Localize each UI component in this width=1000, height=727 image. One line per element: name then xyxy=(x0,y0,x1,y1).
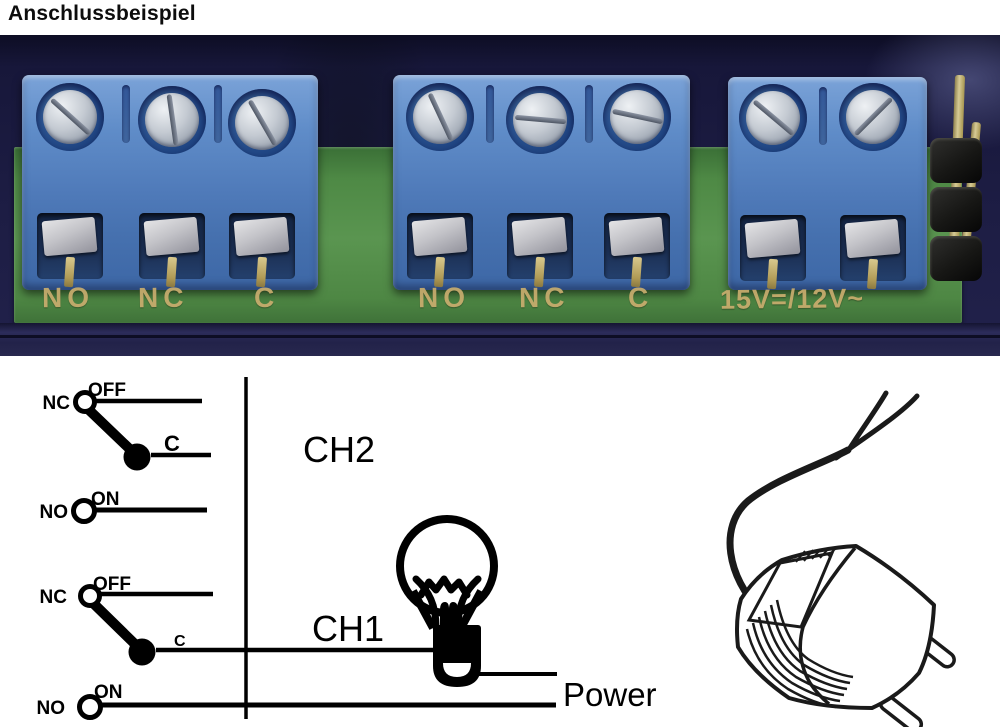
silkscreen-label-no2: NO xyxy=(417,281,471,314)
light-bulb-icon xyxy=(396,515,557,687)
common-contact xyxy=(128,638,156,666)
screw-terminal xyxy=(739,84,807,152)
ch1-on-label: ON xyxy=(94,682,123,703)
terminal-divider xyxy=(214,85,222,143)
ch2-no-label: NO xyxy=(40,502,69,523)
case-edge xyxy=(0,323,1000,356)
wire-clamp xyxy=(507,213,573,288)
wire-clamp xyxy=(229,213,295,288)
screw-terminal xyxy=(36,83,104,151)
page-title: Anschlussbeispiel xyxy=(8,2,196,25)
wire-clamp xyxy=(604,213,670,288)
wire-clamp xyxy=(840,215,906,290)
terminal-block-relay1 xyxy=(22,75,318,290)
silkscreen-label-supply: 15V=/12V~ xyxy=(719,283,865,315)
channel2-switch xyxy=(71,390,211,524)
terminal-block-relay2 xyxy=(393,75,690,290)
wire-clamp xyxy=(37,213,103,288)
terminal-divider xyxy=(486,85,494,143)
terminal-divider xyxy=(585,85,593,143)
adapter-cable xyxy=(726,446,852,614)
common-contact xyxy=(123,443,151,471)
wire-clamp xyxy=(740,215,806,290)
ch2-title: CH2 xyxy=(303,429,375,470)
silkscreen-label-c1: C xyxy=(253,281,280,314)
terminal-block-supply xyxy=(728,77,927,290)
screw-terminal xyxy=(603,83,671,151)
silkscreen-label-c2: C xyxy=(627,281,654,314)
wire-clamp xyxy=(139,213,205,288)
no-contact xyxy=(77,694,103,720)
no-contact xyxy=(71,498,97,524)
screw-terminal xyxy=(138,86,206,154)
jumper-pin-header xyxy=(930,74,990,288)
wiring-schematic: NC OFF C NO ON CH2 NC OFF C NO ON CH1 Po… xyxy=(0,365,1000,727)
ch2-on-label: ON xyxy=(91,489,120,510)
wire-clamp xyxy=(407,213,473,288)
ch1-off-label: OFF xyxy=(93,574,131,595)
terminal-divider xyxy=(819,87,827,145)
ch1-c-label: C xyxy=(174,633,186,650)
nc-contact xyxy=(78,584,102,608)
screw-terminal xyxy=(228,89,296,157)
screw-terminal xyxy=(839,83,907,151)
screw-terminal xyxy=(506,86,574,154)
terminal-divider xyxy=(122,85,130,143)
power-label: Power xyxy=(563,676,657,713)
ch2-c-label: C xyxy=(164,431,180,456)
silkscreen-label-nc1: NC xyxy=(137,281,189,314)
ch2-off-label: OFF xyxy=(88,380,126,401)
power-adapter-illustration xyxy=(726,390,956,727)
adapter-fins xyxy=(745,599,854,709)
ch2-nc-label: NC xyxy=(43,393,71,414)
screw-terminal xyxy=(406,83,474,151)
ch1-title: CH1 xyxy=(312,608,384,649)
silkscreen-label-nc2: NC xyxy=(518,281,570,314)
filament xyxy=(412,575,440,631)
ch1-nc-label: NC xyxy=(40,587,68,608)
silkscreen-label-no1: NO xyxy=(41,281,95,314)
ch1-no-label: NO xyxy=(37,698,66,719)
channel1-switch xyxy=(77,584,556,720)
pcb-photo: NO NC C NO NC C 15V=/12V~ xyxy=(0,35,1000,356)
nc-contact xyxy=(73,390,97,414)
